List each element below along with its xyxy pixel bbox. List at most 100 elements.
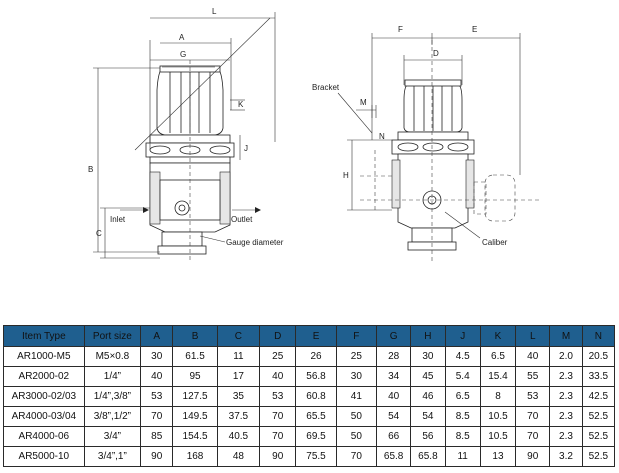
dimension-cell: 70	[515, 406, 551, 427]
dimension-cell: 34	[376, 366, 412, 387]
dimension-cell: 35	[216, 386, 261, 407]
dim-label-k: K	[238, 100, 244, 109]
dimension-cell: 30	[140, 346, 174, 367]
dimension-cell: 8	[479, 386, 517, 407]
dimension-cell: 54	[410, 406, 446, 427]
dimension-cell: 28	[376, 346, 412, 367]
dimension-cell: 8.5	[444, 426, 481, 447]
dimension-cell: 25	[335, 346, 378, 367]
dimension-cell: 61.5	[172, 346, 218, 367]
dimension-cell: 52.5	[581, 406, 616, 427]
dimension-cell: 26	[295, 346, 337, 367]
dimension-cell: 53	[140, 386, 174, 407]
table-header-row: Item Type Port size A B C D E F G H J K …	[3, 325, 616, 347]
dim-label-e: E	[472, 25, 477, 34]
dim-label-m: M	[360, 98, 367, 107]
item-type-cell: AR4000-06	[3, 426, 85, 447]
port-size-cell: 3/4”,1”	[83, 446, 142, 467]
item-type-cell: AR5000-10	[3, 446, 85, 467]
dimension-cell: 168	[172, 446, 218, 467]
dimension-cell: 127.5	[172, 386, 218, 407]
dimension-cell: 40	[376, 386, 412, 407]
dimension-cell: 154.5	[172, 426, 218, 447]
dimension-cell: 42.5	[581, 386, 616, 407]
front-view-regulator	[145, 60, 235, 262]
header-item-type: Item Type	[3, 325, 85, 347]
dimension-cell: 11	[444, 446, 481, 467]
dimension-cell: 48	[216, 446, 261, 467]
dimension-cell: 70	[140, 406, 174, 427]
bracket-label: Bracket	[312, 83, 340, 92]
caliber-label: Caliber	[482, 238, 508, 247]
dim-label-g: G	[180, 50, 186, 59]
dimension-cell: 55	[515, 366, 551, 387]
specification-table: Item Type Port size A B C D E F G H J K …	[3, 325, 616, 467]
dimension-cell: 70	[259, 406, 297, 427]
dimension-cell: 50	[335, 406, 378, 427]
dimension-cell: 70	[335, 446, 378, 467]
dimension-cell: 90	[140, 446, 174, 467]
side-view-regulator	[360, 40, 540, 262]
front-view-dimensions	[93, 12, 276, 259]
dimension-cell: 6.5	[479, 346, 517, 367]
dimension-cell: 52.5	[581, 446, 616, 467]
port-size-cell: 1/4”,3/8”	[83, 386, 142, 407]
port-size-cell: 3/4”	[83, 426, 142, 447]
item-type-cell: AR3000-02/03	[3, 386, 85, 407]
header-c: C	[216, 325, 261, 347]
dimension-cell: 65.8	[410, 446, 446, 467]
dimension-cell: 10.5	[479, 406, 517, 427]
dim-label-l: L	[212, 7, 217, 16]
dimension-cell: 53	[259, 386, 297, 407]
dimension-cell: 2.3	[549, 386, 583, 407]
dimension-cell: 70	[259, 426, 297, 447]
dimension-cell: 5.4	[444, 366, 481, 387]
dimension-cell: 90	[515, 446, 551, 467]
inlet-label: Inlet	[110, 215, 126, 224]
port-size-cell: M5×0.8	[83, 346, 142, 367]
technical-drawing: L A G K J B C Inlet Outlet Gauge diamete…	[88, 7, 540, 262]
port-size-cell: 3/8”,1/2”	[83, 406, 142, 427]
dimension-cell: 17	[216, 366, 261, 387]
dim-label-h: H	[343, 171, 349, 180]
dimension-cell: 95	[172, 366, 218, 387]
dimension-cell: 40	[259, 366, 297, 387]
header-g: G	[376, 325, 412, 347]
dimension-cell: 40	[140, 366, 174, 387]
dimension-cell: 90	[259, 446, 297, 467]
dimension-cell: 65.5	[295, 406, 337, 427]
outlet-label: Outlet	[231, 215, 253, 224]
dimension-cell: 53	[515, 386, 551, 407]
dimension-cell: 56	[410, 426, 446, 447]
header-a: A	[140, 325, 174, 347]
dimension-cell: 69.5	[295, 426, 337, 447]
dimension-cell: 65.8	[376, 446, 412, 467]
dimension-cell: 10.5	[479, 426, 517, 447]
dimension-cell: 40	[515, 346, 551, 367]
item-type-cell: AR1000-M5	[3, 346, 85, 367]
dimension-cell: 20.5	[581, 346, 616, 367]
header-j: J	[444, 325, 481, 347]
dimension-cell: 60.8	[295, 386, 337, 407]
dimension-cell: 66	[376, 426, 412, 447]
dimension-cell: 2.3	[549, 366, 583, 387]
header-m: M	[549, 325, 583, 347]
header-n: N	[581, 325, 616, 347]
dimension-cell: 75.5	[295, 446, 337, 467]
dimension-cell: 52.5	[581, 426, 616, 447]
dimension-cell: 50	[335, 426, 378, 447]
dimension-cell: 45	[410, 366, 446, 387]
dimension-cell: 37.5	[216, 406, 261, 427]
header-k: K	[479, 325, 517, 347]
header-f: F	[335, 325, 378, 347]
dimension-cell: 4.5	[444, 346, 481, 367]
gauge-diameter-label: Gauge diameter	[226, 238, 284, 247]
dim-label-f: F	[398, 25, 403, 34]
dim-label-j: J	[244, 144, 248, 153]
side-view-dimensions	[337, 33, 521, 239]
